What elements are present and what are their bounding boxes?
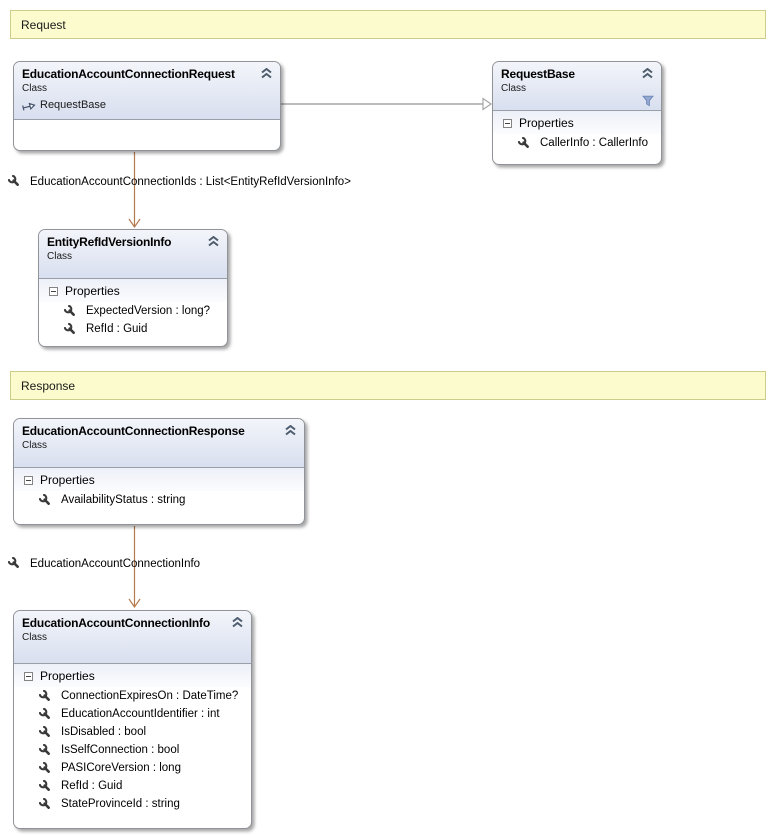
inheritance-arrow-icon — [22, 102, 36, 111]
class-kind: Class — [22, 440, 48, 451]
wrench-icon — [39, 761, 50, 773]
wrench-icon — [39, 493, 50, 505]
property-label: EducationAccountIdentifier : int — [61, 708, 220, 720]
wrench-icon — [518, 136, 529, 148]
comment-response[interactable]: Response — [10, 371, 766, 400]
property-label: IsDisabled : bool — [61, 726, 147, 738]
properties-section-label: Properties — [40, 473, 95, 487]
property-row[interactable]: ExpectedVersion : long? — [39, 302, 227, 320]
wrench-icon — [39, 707, 50, 719]
property-row[interactable]: ConnectionExpiresOn : DateTime? — [14, 687, 251, 705]
association-label-connection-info[interactable]: EducationAccountConnectionInfo — [8, 557, 200, 570]
property-label: CallerInfo : CallerInfo — [540, 137, 649, 149]
property-label: AvailabilityStatus : string — [61, 494, 186, 506]
property-row[interactable]: PASICoreVersion : long — [14, 759, 251, 777]
collapse-minus-icon[interactable] — [24, 671, 33, 681]
properties-section-label: Properties — [65, 284, 120, 298]
property-row[interactable]: IsSelfConnection : bool — [14, 741, 251, 759]
property-label: RefId : Guid — [61, 780, 123, 792]
property-label: ConnectionExpiresOn : DateTime? — [61, 690, 239, 702]
wrench-icon — [39, 779, 50, 791]
association-connector-request-entity[interactable] — [128, 152, 141, 229]
wrench-icon — [39, 725, 50, 737]
property-label: ExpectedVersion : long? — [86, 305, 211, 317]
class-box-request-base[interactable]: RequestBase Class Properties — [492, 61, 662, 165]
collapse-chevron-icon[interactable] — [284, 425, 297, 436]
property-label: RefId : Guid — [86, 323, 148, 335]
association-label-text: EducationAccountConnectionIds : List<Ent… — [30, 175, 351, 188]
collapse-chevron-icon[interactable] — [260, 68, 273, 79]
properties-section-header[interactable]: Properties — [39, 279, 227, 302]
wrench-icon — [39, 743, 50, 755]
wrench-icon — [64, 304, 75, 316]
property-label: IsSelfConnection : bool — [61, 744, 180, 756]
collapse-chevron-icon[interactable] — [641, 68, 654, 79]
class-box-education-account-connection-info[interactable]: EducationAccountConnectionInfo Class Pro… — [13, 610, 252, 829]
class-title: EntityRefIdVersionInfo — [47, 235, 172, 249]
comment-request[interactable]: Request — [10, 10, 766, 39]
collapse-chevron-icon[interactable] — [231, 617, 244, 628]
class-box-entity-ref-id-version-info[interactable]: EntityRefIdVersionInfo Class Properties — [38, 229, 228, 347]
class-header: RequestBase Class — [493, 62, 661, 111]
class-title: RequestBase — [501, 67, 575, 81]
class-title: EducationAccountConnectionRequest — [22, 67, 235, 81]
collapse-minus-icon[interactable] — [49, 286, 58, 296]
association-label-connection-ids[interactable]: EducationAccountConnectionIds : List<Ent… — [8, 175, 351, 188]
comment-request-text: Request — [21, 17, 66, 32]
property-label: StateProvinceId : string — [61, 798, 180, 810]
property-row[interactable]: EducationAccountIdentifier : int — [14, 705, 251, 723]
properties-section-header[interactable]: Properties — [14, 468, 304, 491]
class-title: EducationAccountConnectionInfo — [22, 616, 210, 630]
class-header: EducationAccountConnectionRequest Class … — [14, 62, 280, 120]
wrench-icon — [8, 175, 19, 186]
base-type-row[interactable]: RequestBase — [22, 99, 272, 111]
wrench-icon — [8, 557, 19, 568]
properties-section-header[interactable]: Properties — [14, 664, 251, 687]
wrench-icon — [39, 689, 50, 701]
property-row[interactable]: IsDisabled : bool — [14, 723, 251, 741]
property-row[interactable]: RefId : Guid — [39, 320, 227, 338]
property-label: PASICoreVersion : long — [61, 762, 181, 774]
class-header: EducationAccountConnectionResponse Class — [14, 419, 304, 468]
collapse-minus-icon[interactable] — [503, 118, 512, 128]
class-title: EducationAccountConnectionResponse — [22, 424, 245, 438]
class-kind: Class — [22, 632, 48, 643]
property-row[interactable]: CallerInfo : CallerInfo — [493, 134, 661, 152]
property-row[interactable]: StateProvinceId : string — [14, 795, 251, 813]
class-box-education-account-connection-response[interactable]: EducationAccountConnectionResponse Class… — [13, 418, 305, 525]
collapse-chevron-icon[interactable] — [207, 236, 220, 247]
comment-response-text: Response — [21, 378, 76, 393]
class-kind: Class — [22, 83, 48, 94]
property-row[interactable]: RefId : Guid — [14, 777, 251, 795]
properties-section-header[interactable]: Properties — [493, 111, 661, 134]
association-label-text: EducationAccountConnectionInfo — [30, 557, 201, 570]
filter-icon[interactable] — [642, 95, 654, 107]
class-kind: Class — [47, 251, 73, 262]
class-header: EntityRefIdVersionInfo Class — [39, 230, 227, 279]
empty-body — [14, 120, 280, 148]
collapse-minus-icon[interactable] — [24, 475, 33, 485]
wrench-icon — [39, 797, 50, 809]
properties-section-label: Properties — [40, 669, 95, 683]
properties-section-label: Properties — [519, 116, 574, 130]
base-type-label: RequestBase — [40, 99, 107, 111]
inheritance-connector[interactable] — [281, 97, 493, 111]
class-box-education-account-connection-request[interactable]: EducationAccountConnectionRequest Class … — [13, 61, 281, 151]
property-row[interactable]: AvailabilityStatus : string — [14, 491, 304, 509]
class-header: EducationAccountConnectionInfo Class — [14, 611, 251, 664]
class-kind: Class — [501, 83, 527, 94]
wrench-icon — [64, 322, 75, 334]
